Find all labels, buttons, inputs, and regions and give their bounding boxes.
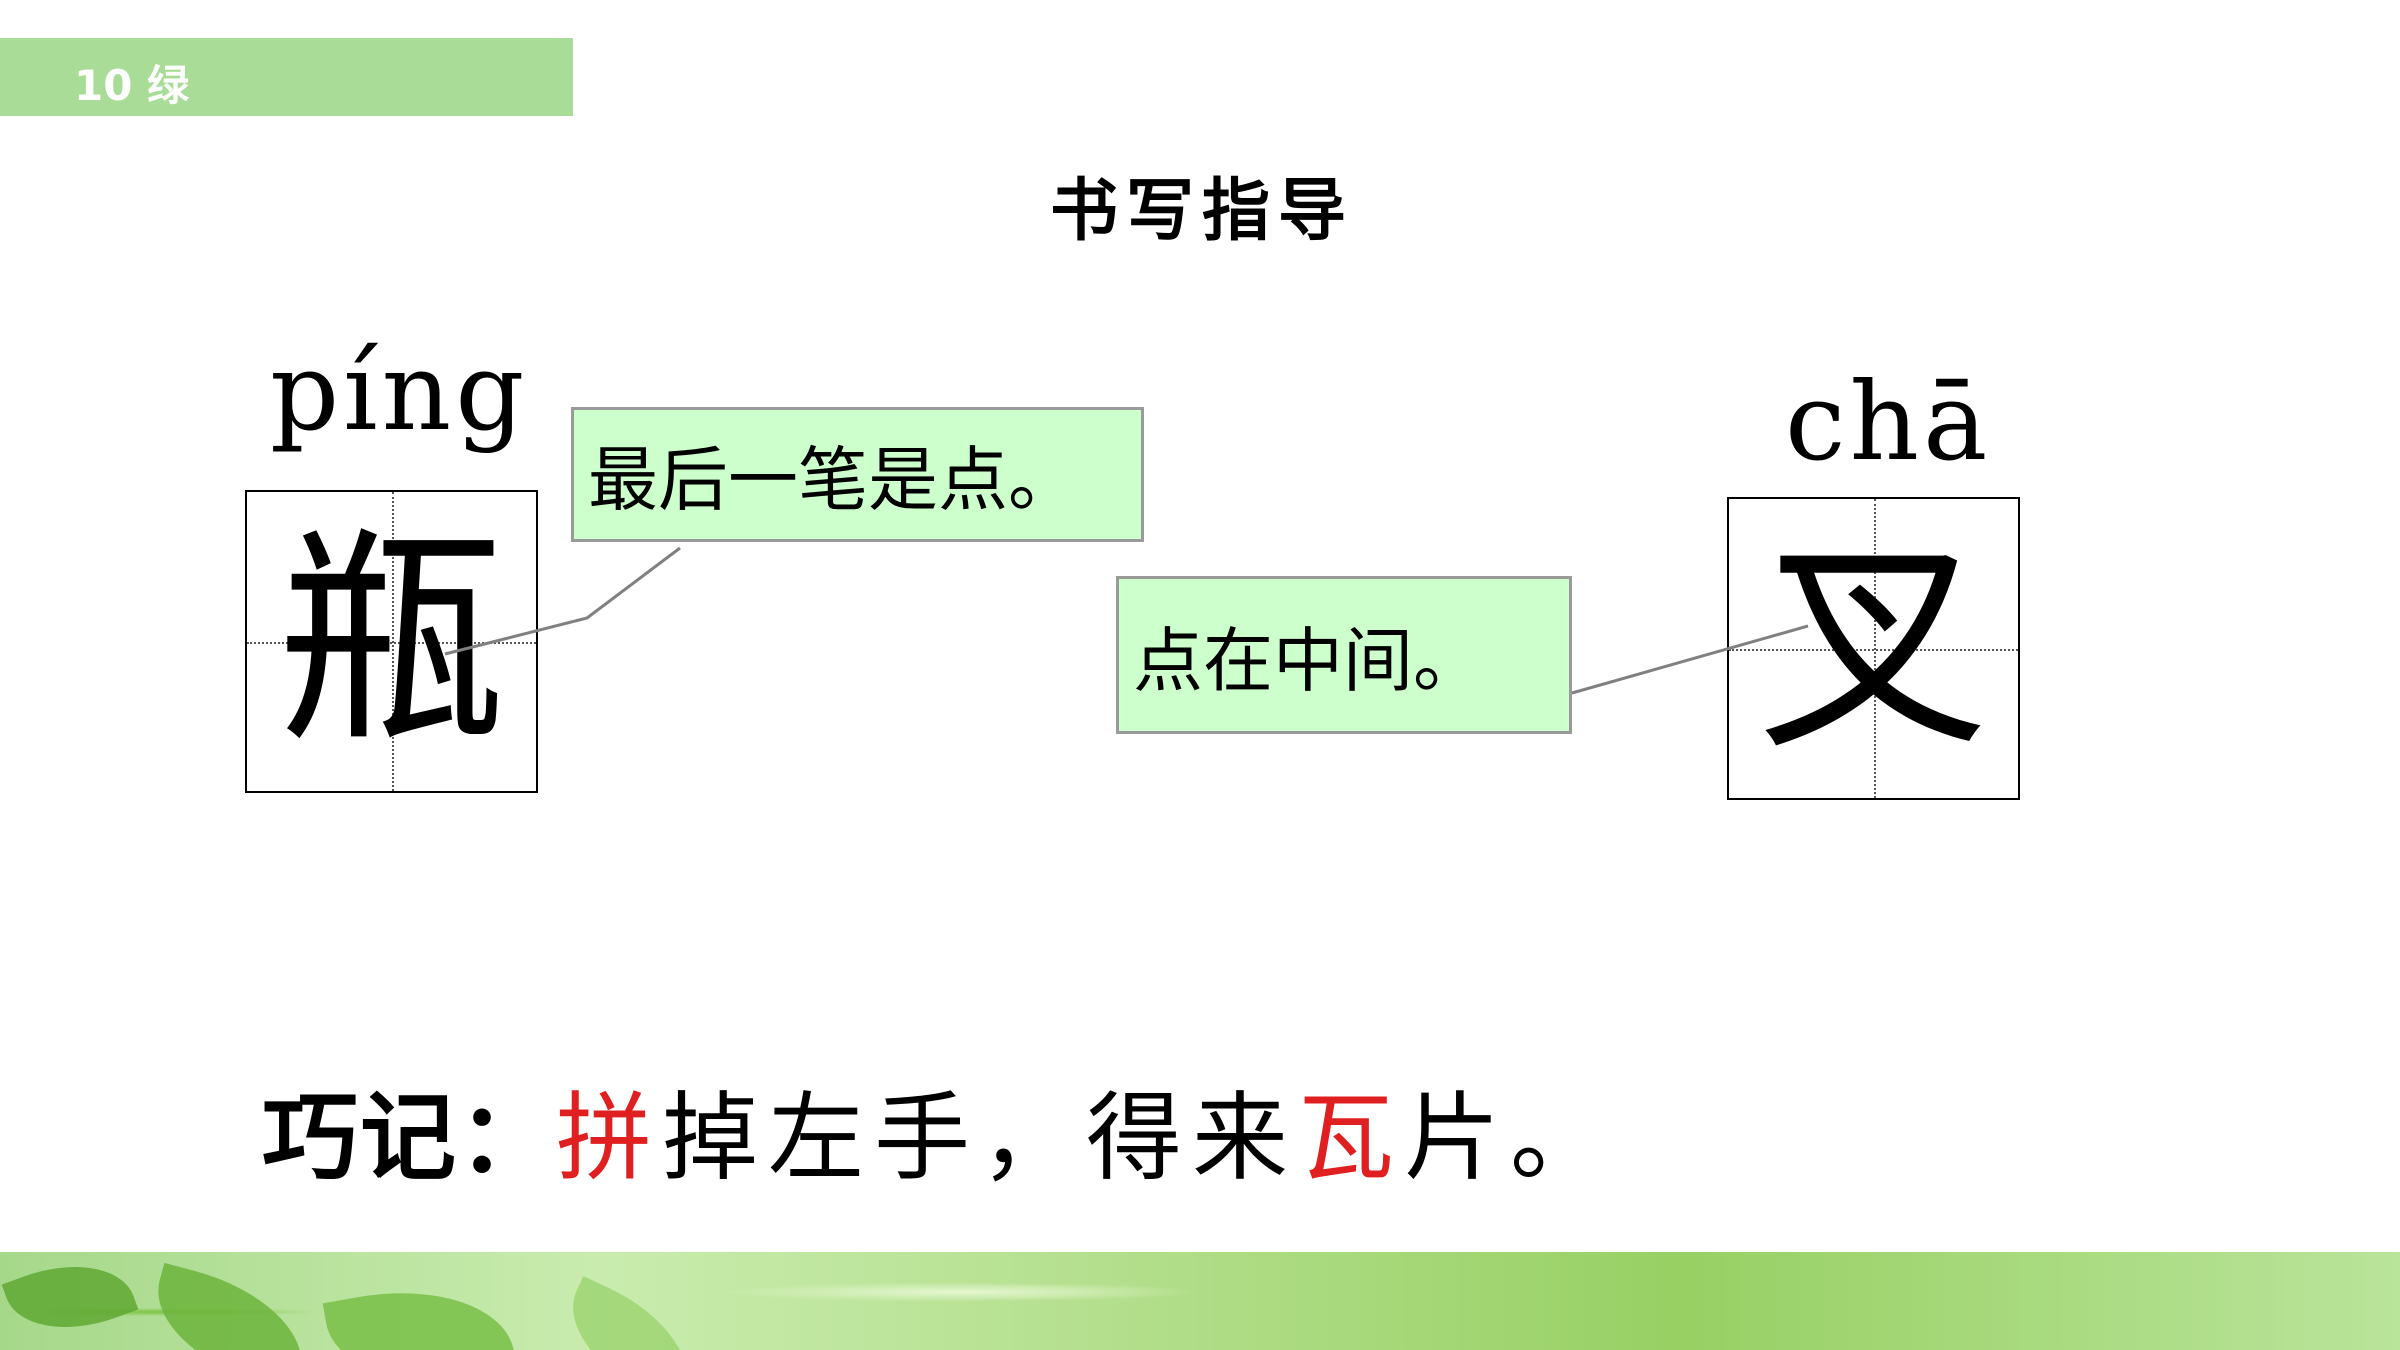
character-cha: 叉 xyxy=(1758,514,1989,782)
leaf-decoration xyxy=(141,1262,319,1350)
note-text-ping: 最后一笔是点。 xyxy=(588,439,1078,521)
tip-text-1: 掉左手，得来 xyxy=(662,1082,1298,1194)
lesson-header-bar: 10 绿 xyxy=(0,38,573,116)
footer-leaf-banner xyxy=(0,1252,2400,1350)
note-callout-cha: 点在中间。 xyxy=(1116,576,1572,734)
tip-highlight-1: 拼 xyxy=(556,1082,662,1194)
pinyin-ping: píng xyxy=(270,330,529,455)
grid-guide-vertical xyxy=(391,492,394,791)
tip-text-2: 片。 xyxy=(1404,1082,1616,1194)
grid-guide-vertical xyxy=(1873,499,1876,798)
character-grid-ping: 瓶 xyxy=(245,490,538,793)
tip-label: 巧记： xyxy=(262,1082,556,1194)
character-grid-cha: 叉 xyxy=(1727,497,2020,800)
leaf-decoration xyxy=(549,1276,711,1350)
page-title: 书写指导 xyxy=(1050,171,1355,251)
pinyin-cha: chā xyxy=(1785,360,1992,485)
leaf-decoration xyxy=(1,1252,139,1350)
lesson-number-title: 10 绿 xyxy=(74,61,190,110)
leaf-decoration xyxy=(322,1272,518,1350)
tip-highlight-2: 瓦 xyxy=(1298,1082,1404,1194)
memory-tip: 巧记：拼掉左手，得来瓦片。 xyxy=(262,1060,1616,1199)
note-text-cha: 点在中间。 xyxy=(1133,619,1483,702)
character-ping: 瓶 xyxy=(276,507,507,775)
leader-line-ping xyxy=(444,546,681,656)
leader-line-cha xyxy=(1571,624,1809,695)
note-callout-ping: 最后一笔是点。 xyxy=(571,407,1144,542)
